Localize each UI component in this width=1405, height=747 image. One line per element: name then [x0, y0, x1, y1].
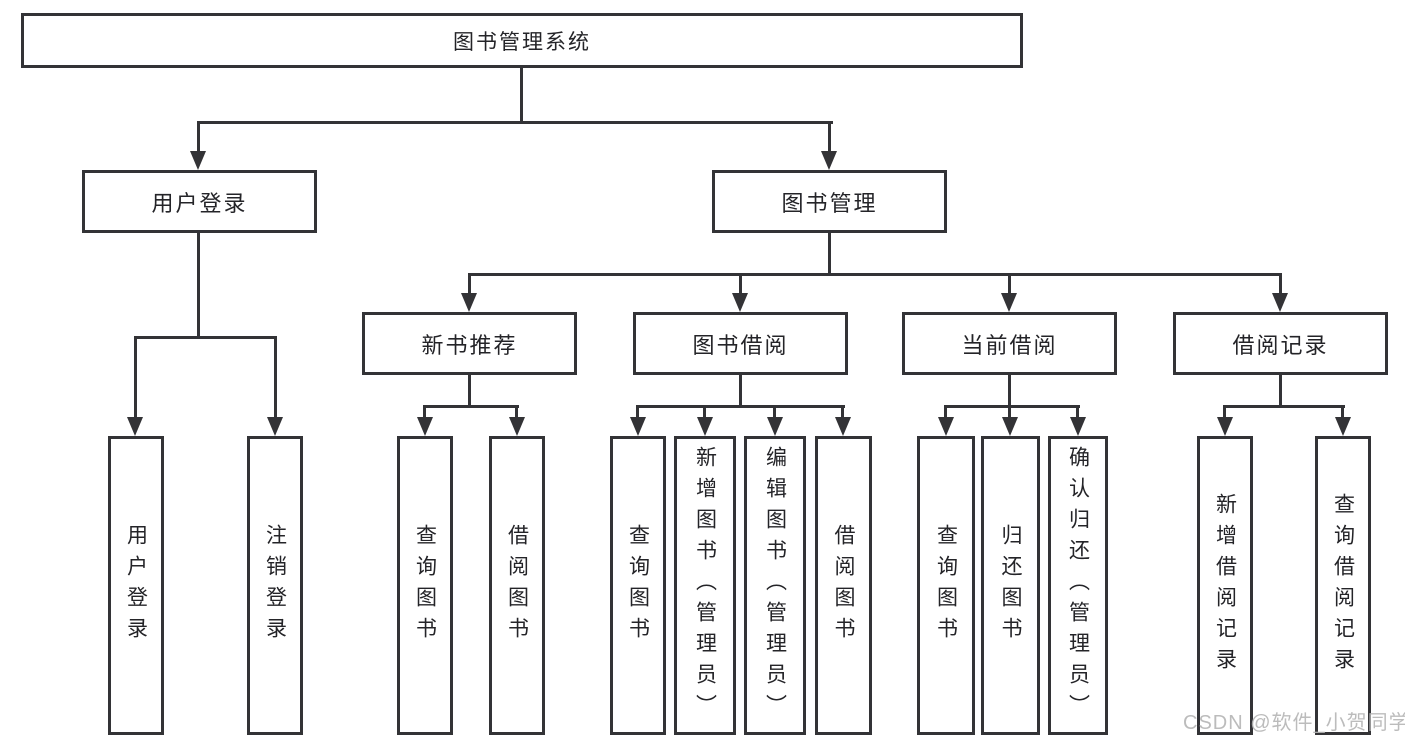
arrow-down-icon [267, 417, 283, 436]
arrow-down-icon [630, 417, 646, 436]
connector-line [636, 405, 845, 408]
connector-line [828, 233, 831, 275]
connector-line [197, 121, 833, 124]
leaf-return-book: 归还图书 [981, 436, 1040, 735]
arrow-down-icon [1002, 417, 1018, 436]
leaf-edit-book-admin: 编辑图书（管理员） [744, 436, 806, 735]
arrow-down-icon [767, 417, 783, 436]
connector-line [944, 405, 1080, 408]
arrow-down-icon [821, 151, 837, 170]
leaf-borrow-book-recommend: 借阅图书 [489, 436, 545, 735]
node-current-borrow: 当前借阅 [902, 312, 1117, 375]
connector-line [468, 273, 471, 296]
node-new-book-recommend: 新书推荐 [362, 312, 577, 375]
leaf-add-borrow-record: 新增借阅记录 [1197, 436, 1253, 735]
leaf-borrow-book: 借阅图书 [815, 436, 872, 735]
leaf-add-book-admin: 新增图书（管理员） [674, 436, 736, 735]
leaf-query-borrow-record: 查询借阅记录 [1315, 436, 1371, 735]
connector-line [515, 405, 518, 419]
connector-line [1076, 405, 1079, 419]
arrow-down-icon [1070, 417, 1086, 436]
arrow-down-icon [509, 417, 525, 436]
arrow-down-icon [938, 417, 954, 436]
connector-line [274, 336, 277, 419]
connector-line [1008, 273, 1011, 296]
arrow-down-icon [1217, 417, 1233, 436]
connector-line [703, 405, 706, 419]
watermark: CSDN @软件_小贺同学 [1183, 712, 1405, 734]
node-library-management-system: 图书管理系统 [21, 13, 1023, 68]
node-book-borrow: 图书借阅 [633, 312, 848, 375]
arrow-down-icon [417, 417, 433, 436]
connector-line [828, 121, 831, 153]
leaf-query-book-current: 查询图书 [917, 436, 975, 735]
leaf-query-book-recommend: 查询图书 [397, 436, 453, 735]
arrow-down-icon [1272, 293, 1288, 312]
connector-line [197, 233, 200, 339]
arrow-down-icon [835, 417, 851, 436]
connector-line [944, 405, 947, 419]
connector-line [841, 405, 844, 419]
leaf-query-book-borrow: 查询图书 [610, 436, 666, 735]
connector-line [636, 405, 639, 419]
connector-line [134, 336, 277, 339]
connector-line [1279, 273, 1282, 296]
connector-line [1223, 405, 1345, 408]
connector-line [520, 68, 523, 123]
connector-line [197, 121, 200, 153]
leaf-user-login: 用户登录 [108, 436, 164, 735]
connector-line [423, 405, 426, 419]
connector-line [1341, 405, 1344, 419]
connector-line [134, 336, 137, 419]
connector-line [1223, 405, 1226, 419]
node-book-management: 图书管理 [712, 170, 947, 233]
connector-line [468, 273, 1282, 276]
arrow-down-icon [190, 151, 206, 170]
arrow-down-icon [732, 293, 748, 312]
connector-line [1008, 375, 1011, 408]
arrow-down-icon [127, 417, 143, 436]
connector-line [739, 273, 742, 296]
connector-line [468, 375, 471, 408]
arrow-down-icon [1001, 293, 1017, 312]
node-borrow-records: 借阅记录 [1173, 312, 1388, 375]
leaf-confirm-return-admin: 确认归还（管理员） [1048, 436, 1108, 735]
arrow-down-icon [697, 417, 713, 436]
connector-line [739, 375, 742, 408]
arrow-down-icon [461, 293, 477, 312]
connector-line [1008, 405, 1011, 419]
arrow-down-icon [1335, 417, 1351, 436]
connector-line [773, 405, 776, 419]
connector-line [1279, 375, 1282, 408]
connector-line [423, 405, 519, 408]
leaf-logout: 注销登录 [247, 436, 303, 735]
node-user-login: 用户登录 [82, 170, 317, 233]
